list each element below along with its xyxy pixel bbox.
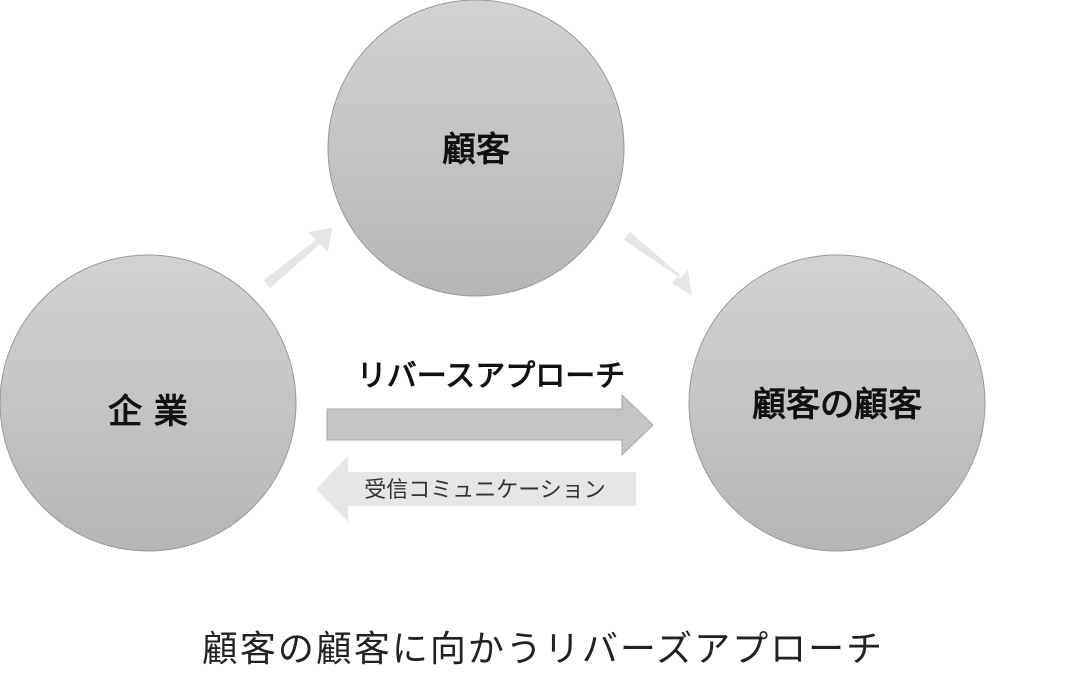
node-customers-customer-circle: [688, 254, 986, 552]
reverse-approach-diagram: 顧客 企 業 顧客の顧客 リバースアプローチ 受信コミュニケーション: [0, 0, 986, 552]
node-customer-circle: [327, 0, 625, 297]
node-company-label: 企 業: [108, 392, 188, 432]
node-company-circle: [0, 254, 297, 552]
arrow-reverse-approach: [326, 393, 654, 457]
arrow-receiving-communication: [316, 456, 636, 522]
arrow-reverse-approach-label: リバースアプローチ: [357, 359, 626, 394]
node-customers-customer-label: 顧客の顧客: [752, 385, 922, 425]
diagram-caption: 顧客の顧客に向かうリバーズアプローチ: [201, 629, 885, 670]
node-customer-label: 顧客: [442, 130, 510, 170]
arrow-receiving-communication-label: 受信コミュニケーション: [364, 478, 606, 503]
arrow-customer-to-customers-customer: [624, 232, 692, 296]
arrow-company-to-customer: [264, 228, 332, 288]
